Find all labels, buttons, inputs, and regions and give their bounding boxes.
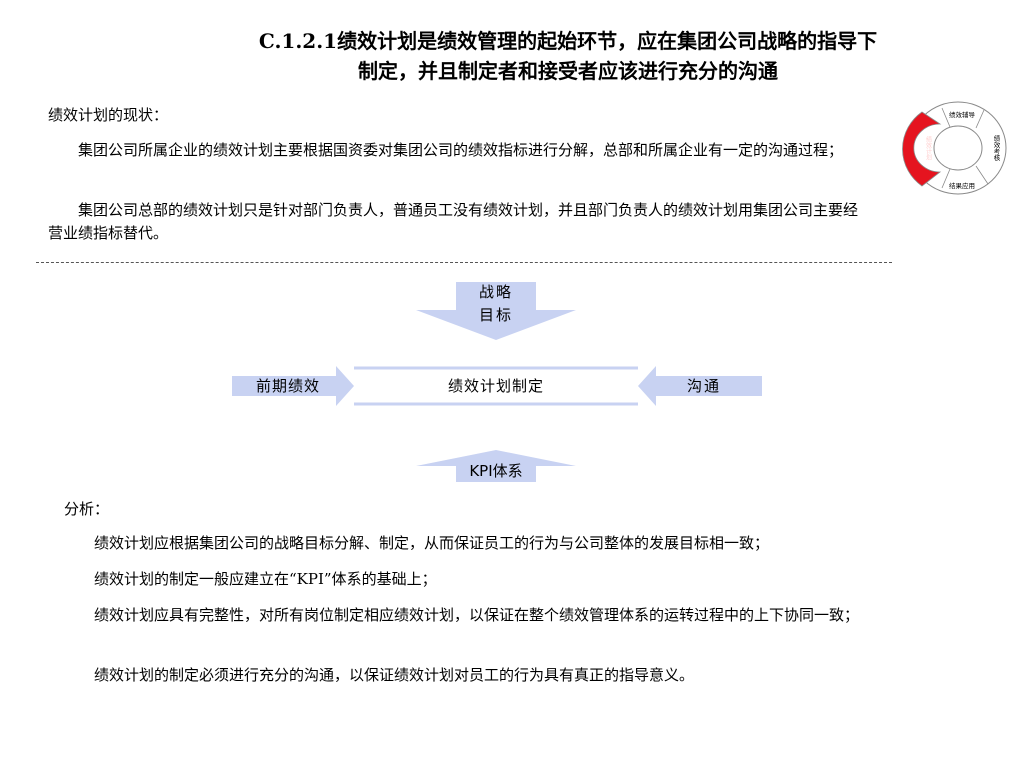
- cycle-label-bottom: 结果应用: [949, 181, 975, 190]
- analysis-paragraph-2: 绩效计划的制定一般应建立在“KPI”体系的基础上；: [94, 570, 437, 588]
- status-paragraph-2: 集团公司总部的绩效计划只是针对部门负责人，普通员工没有绩效计划，并且部门负责人的…: [48, 201, 859, 242]
- analysis-paragraph-1: 绩效计划应根据集团公司的战略目标分解、制定，从而保证员工的行为与公司整体的发展目…: [94, 534, 770, 552]
- title-line-1: C.1.2.1绩效计划是绩效管理的起始环节，应在集团公司战略的指导下: [258, 29, 878, 53]
- strategy-arrow: [416, 282, 576, 340]
- analysis-paragraph-4: 绩效计划的制定必须进行充分的沟通，以保证绩效计划对员工的行为具有真正的指导意义。: [94, 666, 695, 684]
- cycle-label-left: 绩效计划: [925, 135, 932, 160]
- plan-formulation-diagram: 战略 目标 前期绩效 绩效计划制定 沟通 KPI体系: [232, 282, 762, 482]
- analysis-heading: 分析：: [64, 500, 110, 518]
- page-title: C.1.2.1绩效计划是绩效管理的起始环节，应在集团公司战略的指导下 制定，并且…: [140, 26, 996, 86]
- kpi-arrow: [416, 450, 576, 482]
- plan-formulation-label: 绩效计划制定: [448, 377, 544, 395]
- analysis-paragraph-3: 绩效计划应具有完整性，对所有岗位制定相应绩效计划，以保证在整个绩效管理体系的运转…: [94, 606, 860, 624]
- cycle-highlight-segment: [902, 111, 942, 187]
- previous-performance-label: 前期绩效: [256, 377, 320, 395]
- cycle-label-top: 绩效辅导: [949, 110, 976, 119]
- performance-cycle-diagram: 绩效辅导 结果应用 绩效考核 绩效计划: [902, 101, 1007, 195]
- strategy-label-2: 目标: [479, 306, 513, 324]
- kpi-label: KPI体系: [469, 462, 522, 480]
- communication-label: 沟通: [687, 377, 721, 395]
- status-paragraph-1: 集团公司所属企业的绩效计划主要根据国资委对集团公司的绩效指标进行分解，总部和所属…: [78, 141, 844, 159]
- title-line-2: 制定，并且制定者和接受者应该进行充分的沟通: [358, 59, 778, 83]
- section-divider: [36, 262, 892, 263]
- communication-arrow: [638, 366, 762, 406]
- previous-performance-arrow: [232, 366, 354, 406]
- status-heading: 绩效计划的现状：: [48, 106, 169, 124]
- cycle-label-right: 绩效考核: [992, 134, 1000, 163]
- strategy-label-1: 战略: [479, 283, 513, 301]
